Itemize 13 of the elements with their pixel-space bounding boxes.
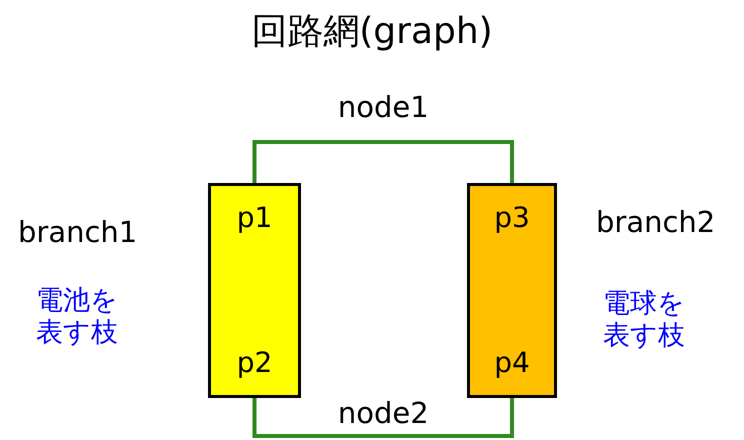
branch-note: 電球を表す枝 (603, 288, 686, 353)
branch-note: 電池を表す枝 (36, 285, 119, 350)
port-label: p3 (494, 204, 530, 232)
wire (252, 398, 514, 438)
branch-name: branch1 (18, 218, 138, 247)
branch-box (467, 183, 557, 398)
title: 回路網(graph) (250, 12, 494, 52)
wire (252, 140, 514, 183)
branch-name: branch2 (596, 208, 716, 237)
port-label: p4 (494, 349, 530, 377)
port-label: p2 (236, 349, 272, 377)
port-label: p1 (236, 204, 272, 232)
branch-box (208, 183, 301, 398)
